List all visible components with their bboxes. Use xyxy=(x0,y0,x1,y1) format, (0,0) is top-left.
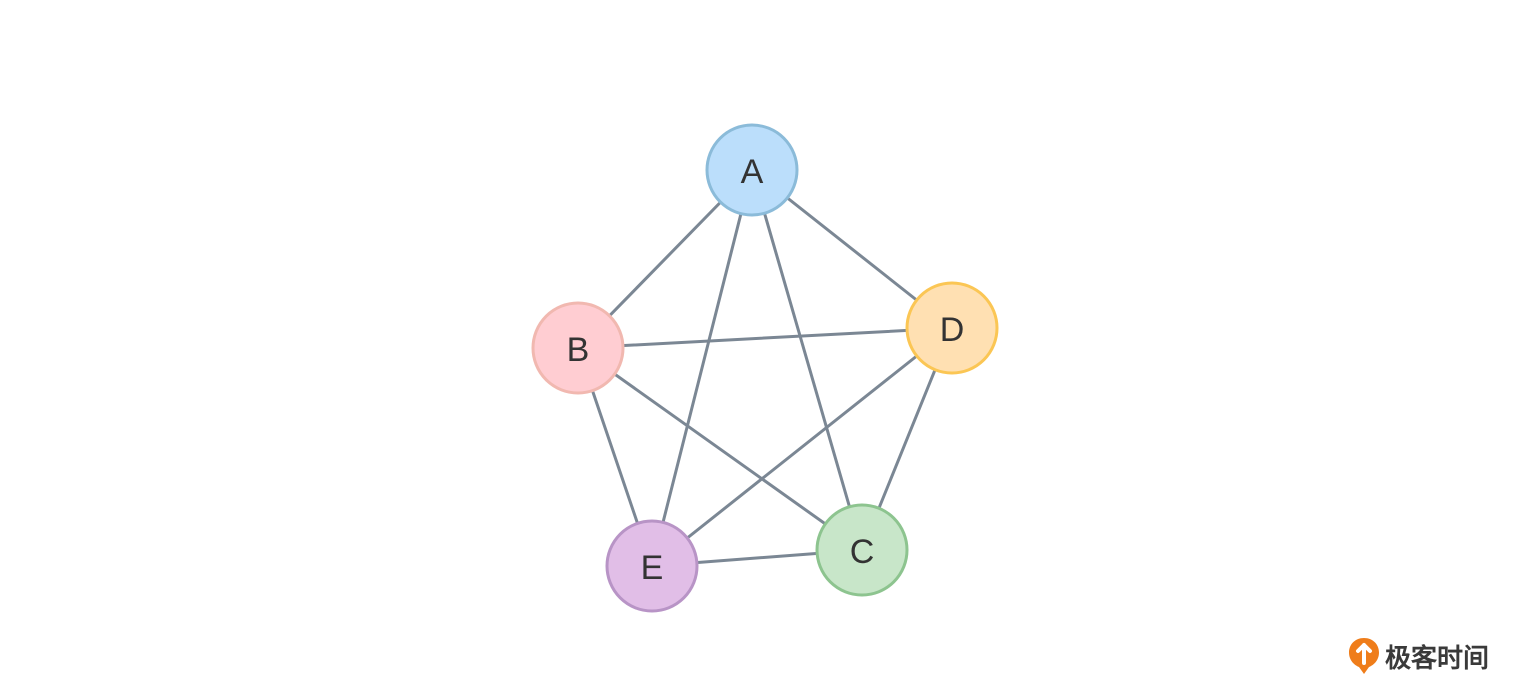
edge-b-d xyxy=(576,326,954,350)
nodes: A B C D E xyxy=(531,123,999,613)
node-c-label: C xyxy=(850,533,875,571)
node-d: D xyxy=(905,281,999,375)
edge-a-c xyxy=(750,168,864,552)
node-a-label: A xyxy=(741,153,764,191)
node-c: C xyxy=(815,503,909,597)
node-e-label: E xyxy=(641,549,664,587)
node-a: A xyxy=(705,123,799,217)
node-a-circle xyxy=(705,123,799,217)
edges xyxy=(576,168,954,568)
watermark: 极客时间 xyxy=(1347,636,1489,676)
node-e-circle xyxy=(605,519,699,613)
geektime-logo-icon xyxy=(1348,638,1379,674)
edge-d-e xyxy=(650,326,954,568)
edge-a-e xyxy=(650,168,754,568)
node-b: B xyxy=(531,301,625,395)
node-b-label: B xyxy=(567,331,590,369)
watermark-text: 极客时间 xyxy=(1384,643,1489,674)
node-e: E xyxy=(605,519,699,613)
node-b-circle xyxy=(531,301,625,395)
node-c-circle xyxy=(815,503,909,597)
node-d-label: D xyxy=(940,311,965,349)
edge-b-c xyxy=(576,346,864,552)
node-d-circle xyxy=(905,281,999,375)
